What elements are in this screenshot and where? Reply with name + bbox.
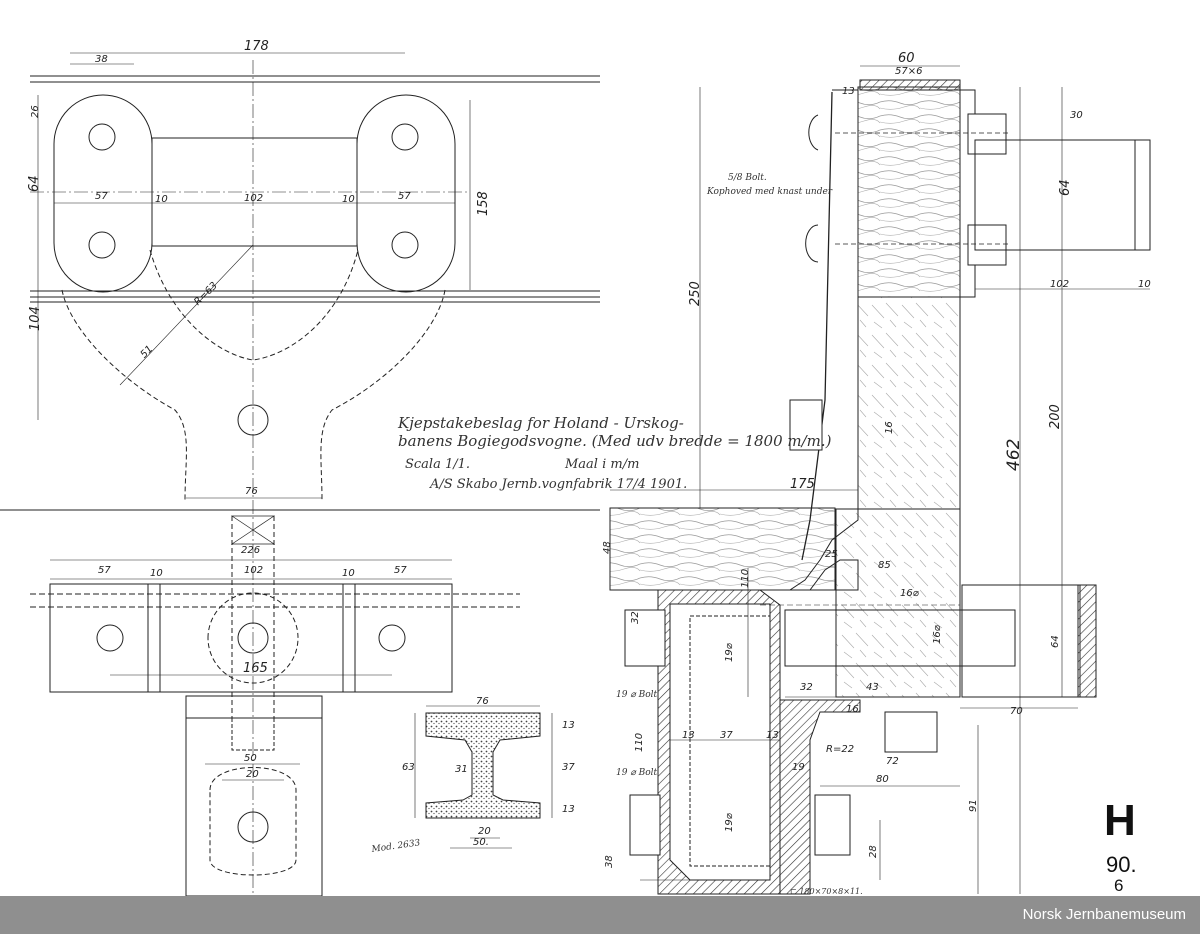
title-line2: banens Bogiegodsvogne. (Med udv bredde =… [398, 432, 832, 450]
top-view [0, 52, 600, 896]
archive-stamp-sub: 6 [1114, 876, 1124, 895]
svg-text:57: 57 [95, 191, 108, 202]
svg-text:19⌀: 19⌀ [724, 812, 735, 832]
svg-text:19: 19 [792, 762, 805, 773]
svg-text:13: 13 [842, 86, 855, 97]
svg-text:48: 48 [602, 541, 613, 554]
svg-text:64: 64 [1058, 179, 1073, 196]
svg-text:32: 32 [800, 682, 813, 693]
svg-text:R=63: R=63 [192, 280, 220, 308]
title-line1: Kjepstakebeslag for Holand - Urskog- [397, 414, 684, 432]
svg-text:57×6: 57×6 [895, 66, 922, 77]
svg-text:102: 102 [244, 565, 263, 576]
i-beam-section [414, 705, 553, 849]
svg-text:165: 165 [243, 661, 268, 676]
svg-text:72: 72 [886, 756, 899, 767]
svg-text:57: 57 [98, 565, 111, 576]
svg-text:10: 10 [150, 568, 163, 579]
svg-text:91: 91 [968, 799, 979, 812]
svg-text:37: 37 [720, 730, 733, 741]
note-profile: ⊏ 180×70×8×11. [790, 887, 863, 896]
svg-text:50.: 50. [473, 837, 489, 848]
svg-text:80: 80 [876, 774, 889, 785]
svg-text:102: 102 [244, 193, 263, 204]
svg-text:16⌀: 16⌀ [900, 588, 920, 599]
svg-text:64: 64 [27, 175, 42, 192]
note-bolt-top-desc: Kophoved med knast under [706, 187, 833, 197]
svg-text:110: 110 [740, 569, 751, 588]
svg-text:R=22: R=22 [826, 744, 854, 755]
svg-text:76: 76 [245, 486, 258, 497]
svg-text:50: 50 [244, 753, 257, 764]
svg-text:25: 25 [825, 549, 838, 560]
svg-text:175: 175 [790, 477, 815, 492]
svg-text:85: 85 [878, 560, 891, 571]
svg-text:31: 31 [455, 764, 468, 775]
archive-stamp-number: 90. [1106, 852, 1137, 877]
svg-text:10: 10 [342, 194, 355, 205]
svg-text:57: 57 [398, 191, 411, 202]
svg-text:13: 13 [562, 720, 575, 731]
svg-text:63: 63 [402, 762, 415, 773]
svg-text:57: 57 [394, 565, 407, 576]
svg-text:37: 37 [562, 762, 575, 773]
front-view [30, 515, 520, 896]
svg-text:10: 10 [342, 568, 355, 579]
svg-text:76: 76 [476, 696, 489, 707]
svg-text:10: 10 [1138, 279, 1151, 290]
svg-text:102: 102 [1050, 279, 1069, 290]
svg-text:200: 200 [1048, 404, 1063, 429]
svg-text:158: 158 [476, 191, 491, 216]
svg-text:70: 70 [1010, 706, 1023, 717]
drawing-sheet: 178 38 26 64 57 10 102 10 57 158 104 R=6… [0, 39, 1151, 896]
svg-text:250: 250 [688, 281, 703, 306]
title-block: Kjepstakebeslag for Holand - Urskog- ban… [370, 173, 863, 896]
svg-text:32: 32 [630, 611, 641, 624]
side-section [609, 65, 1151, 895]
museum-credit: Norsk Jernbanemuseum [1022, 906, 1186, 923]
svg-text:110: 110 [634, 733, 645, 752]
svg-text:30: 30 [1070, 110, 1083, 121]
svg-text:16: 16 [884, 421, 895, 434]
dimension-labels: 178 38 26 64 57 10 102 10 57 158 104 R=6… [27, 39, 1151, 868]
svg-text:38: 38 [604, 855, 615, 868]
svg-text:226: 226 [241, 545, 260, 556]
svg-text:60: 60 [898, 51, 915, 66]
archive-stamp-letter: H [1104, 796, 1136, 845]
footer-bar: Norsk Jernbanemuseum [0, 896, 1200, 934]
svg-text:178: 178 [244, 39, 269, 54]
note-bolt-top: 5/8 Bolt. [728, 173, 767, 183]
svg-text:13: 13 [682, 730, 695, 741]
title-unit: Maal i m/m [564, 457, 639, 472]
svg-text:43: 43 [866, 682, 879, 693]
svg-text:462: 462 [1004, 439, 1024, 471]
svg-text:19⌀: 19⌀ [724, 642, 735, 662]
svg-text:38: 38 [95, 54, 108, 65]
svg-text:16⌀: 16⌀ [932, 624, 943, 644]
svg-text:26: 26 [30, 105, 41, 118]
svg-text:20: 20 [246, 769, 259, 780]
svg-text:20: 20 [478, 826, 491, 837]
svg-text:104: 104 [28, 306, 43, 331]
svg-text:13: 13 [562, 804, 575, 815]
svg-text:64: 64 [1050, 635, 1061, 648]
technical-drawing: 178 38 26 64 57 10 102 10 57 158 104 R=6… [0, 39, 1151, 896]
svg-text:28: 28 [868, 845, 879, 858]
note-bolt-19b: 19 ⌀ Bolt [616, 768, 658, 778]
svg-text:16: 16 [846, 704, 859, 715]
note-mod: Mod. 2633 [370, 838, 421, 855]
note-bolt-19a: 19 ⌀ Bolt [616, 690, 658, 700]
title-scale: Scala 1/1. [405, 457, 470, 472]
svg-text:51: 51 [139, 344, 156, 361]
svg-text:13: 13 [766, 730, 779, 741]
svg-text:10: 10 [155, 194, 168, 205]
title-maker: A/S Skabo Jernb.vognfabrik 17/4 1901. [429, 477, 687, 492]
